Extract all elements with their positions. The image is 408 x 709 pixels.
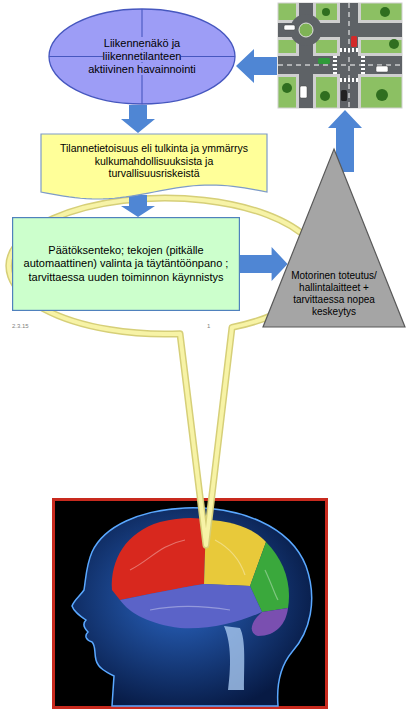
text-line: Motorinen toteutus/ hallintalaitteet + t… [291, 270, 377, 318]
road [340, 3, 358, 108]
roundabout [290, 14, 322, 46]
block-arrow [121, 195, 155, 217]
roundabout-island [299, 23, 313, 37]
tree [282, 83, 292, 93]
crosswalk [340, 48, 358, 52]
block-arrow [240, 247, 288, 281]
car [318, 58, 330, 64]
car [284, 25, 295, 30]
node-text: Liikennenäkö ja liikennetilanteen aktiiv… [88, 37, 196, 75]
page-number-holder: 1 [207, 314, 210, 332]
car [341, 90, 347, 101]
crosswalk [361, 56, 365, 74]
awareness-document: Tilannetietoisuus eli tulkinta ja ymmärr… [40, 133, 268, 201]
cerebellum [252, 608, 288, 636]
text-holder: Tilannetietoisuus eli tulkinta ja ymmärr… [48, 142, 260, 180]
block-arrow [121, 105, 155, 133]
brain-picture-frame [54, 500, 327, 708]
text-holder: Liikennenäkö ja liikennetilanteen aktiiv… [81, 37, 203, 77]
date-footer-holder: 2.3.15 [12, 314, 29, 332]
node-text: Motorinen toteutus/ hallintalaitteet + t… [291, 270, 377, 318]
callout-outline [9, 198, 321, 545]
sidewalk [278, 53, 402, 77]
car [351, 36, 357, 47]
head-silhouette [72, 508, 312, 706]
perception-ellipse: Liikennenäkö ja liikennetilanteen aktiiv… [48, 8, 236, 105]
sidewalk [337, 3, 361, 108]
block-arrow [236, 49, 277, 83]
crosswalk [340, 78, 358, 82]
text-holder: Motorinen toteutus/ hallintalaitteet + t… [291, 270, 377, 318]
brainstem [224, 626, 244, 690]
text-line: Liikennenäkö ja liikennetilanteen aktiiv… [81, 37, 203, 77]
tree [322, 8, 330, 16]
triangle-shape [263, 149, 405, 327]
lane-marking [278, 65, 402, 66]
lane-marking [349, 3, 350, 108]
tree [389, 39, 399, 49]
crosswalk [333, 56, 337, 74]
ellipse-shape [49, 9, 235, 104]
date-footer: 2.3.15 [12, 323, 29, 329]
page-number: 1 [207, 323, 210, 329]
text-line: Päätöksenteko; tekojen (pitkälle automaa… [23, 244, 229, 284]
traffic-scene [278, 3, 402, 108]
car [300, 86, 307, 98]
tree [320, 91, 330, 101]
tree [380, 7, 390, 17]
tree [376, 89, 388, 101]
brain-folds [130, 540, 278, 610]
decision-box: Päätöksenteko; tekojen (pitkälle automaa… [12, 217, 240, 311]
document-shape [41, 134, 267, 199]
text-holder: Päätöksenteko; tekojen (pitkälle automaa… [23, 244, 229, 284]
box-shape [13, 218, 240, 311]
callout-outline [9, 198, 321, 545]
car [376, 66, 388, 72]
road [278, 56, 402, 74]
motor-triangle: Motorinen toteutus/ hallintalaitteet + t… [262, 148, 406, 328]
node-text: Päätöksenteko; tekojen (pitkälle automaa… [23, 244, 229, 284]
text-line: Tilannetietoisuus eli tulkinta ja ymmärr… [48, 142, 260, 180]
node-text: Tilannetietoisuus eli tulkinta ja ymmärr… [48, 142, 260, 180]
